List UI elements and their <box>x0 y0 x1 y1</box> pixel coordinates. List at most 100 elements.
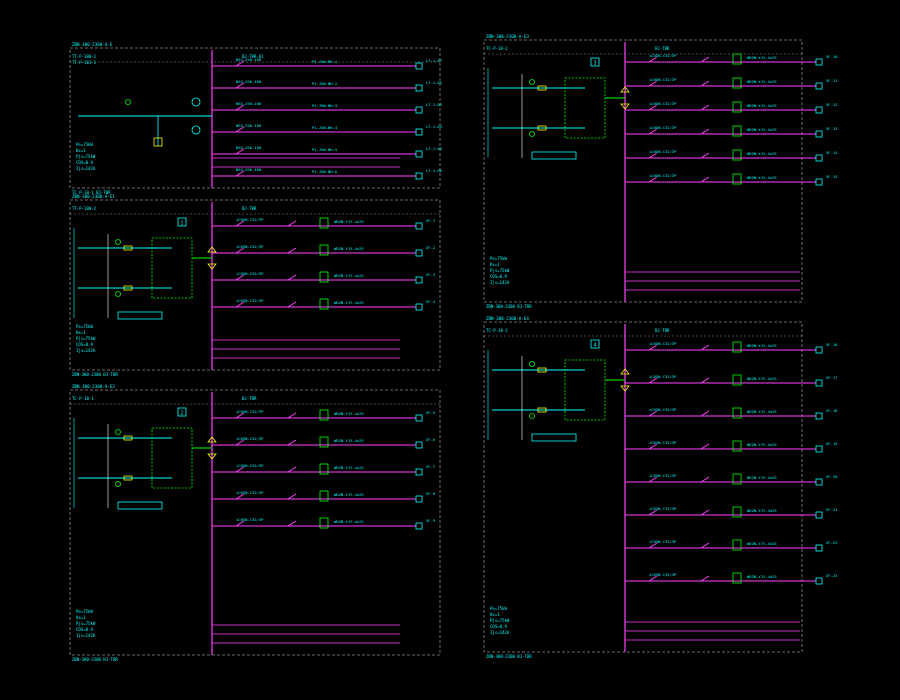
panel-3-footer: ZBN-300-2300 BJ-TBR <box>72 657 118 662</box>
panel-4-row-2-cable-label: WDZN-YJY-4x25 <box>747 103 777 108</box>
panel-3-top-label: BJ-TBR <box>242 396 257 401</box>
panel-2-row-2-contactor-blade <box>287 274 297 281</box>
panel-3-row-0-breaker-label: iC65N-C32/3P <box>236 409 264 414</box>
panel-2-row-0-terminal <box>415 222 423 230</box>
panel-4-header: ZBN-300-2300-A-E3 <box>486 34 529 39</box>
panel-1-meter-a <box>191 97 201 107</box>
panel-1-row-3-terminal <box>415 128 423 136</box>
panel-1-meter-b <box>191 125 201 135</box>
panel-1-row-0-load-label: LT-1-01 <box>426 58 443 63</box>
panel-3-fuse-b <box>123 475 133 481</box>
panel-4-row-4-cable-label: WDZN-YJY-4x25 <box>747 151 777 156</box>
panel-2-row-3-breaker-label: iC65N-C32/3P <box>236 298 264 303</box>
panel-3-fuse-a <box>123 435 133 441</box>
panel-5-row-6-breaker-label: iC65N-C32/3P <box>649 539 677 544</box>
panel-2-row-2-relay <box>319 271 329 283</box>
panel-1-row-5-terminal <box>415 172 423 180</box>
panel-2-row-2-breaker-label: iC65N-C32/3P <box>236 271 264 276</box>
panel-1-row-1-cable-label: P1-JSW-NH-2 <box>312 81 337 86</box>
panel-5-row-5-terminal <box>815 511 823 519</box>
panel-1-ct-box <box>153 137 163 147</box>
panel-5-row-3-terminal <box>815 445 823 453</box>
panel-2-indicator-lamp-a <box>115 239 121 245</box>
panel-4-note-2: Pjs=75kW <box>490 268 510 273</box>
panel-5-row-3-cable-label: WDZN-YJY-4x25 <box>747 442 777 447</box>
panel-2-row-2-terminal <box>415 276 423 284</box>
panel-4-row-1-cable-label: WDZN-YJY-4x25 <box>747 79 777 84</box>
panel-1-row-5-breaker-blade <box>235 170 245 177</box>
panel-4-marker: 3 <box>593 61 596 67</box>
panel-4-row-5-cable-label: WDZN-YJY-4x25 <box>747 175 777 180</box>
panel-3-row-2-contactor-blade <box>287 466 297 473</box>
panel-1-row-1-breaker-label: NSX-250-100 <box>236 79 262 84</box>
panel-5-row-5-cable-label: WDZN-YJY-4x25 <box>747 508 777 513</box>
panel-1-row-1-load-label: LT-1-02 <box>426 80 442 85</box>
panel-3-row-3-relay <box>319 490 329 502</box>
panel-3-indicator-lamp-a <box>115 429 121 435</box>
panel-5-row-7-relay <box>732 572 742 584</box>
panel-1-row-2-load-label: LT-1-03 <box>426 102 442 107</box>
panel-2-marker: 1 <box>180 221 183 227</box>
panel-3-frame <box>69 389 441 656</box>
panel-4-row-4-relay <box>732 149 742 161</box>
panel-5-row-6-terminal <box>815 544 823 552</box>
panel-4-row-2-contactor-blade <box>700 104 710 111</box>
panel-3-header: ZBN-300-2300-A-E2 <box>72 384 115 389</box>
panel-5-row-1-relay <box>732 374 742 386</box>
panel-3-row-0-breaker-blade <box>235 412 245 419</box>
panel-4-footer: ZBN-300-2300 BJ-TBR <box>486 304 532 309</box>
panel-1-row-5-load-label: LT-1-06 <box>426 168 443 173</box>
panel-3-row-4-relay <box>319 517 329 529</box>
panel-3-row-2-relay <box>319 463 329 475</box>
panel-4-row-0-terminal <box>815 58 823 66</box>
panel-1-note-0: Pe=75kW <box>76 142 93 147</box>
panel-3-row-4-terminal <box>415 522 423 530</box>
panel-1-row-4-terminal <box>415 150 423 158</box>
panel-3-row-1-breaker-blade <box>235 439 245 446</box>
panel-4-row-3-cable-label: WDZN-YJY-4x25 <box>747 127 777 132</box>
panel-4-fuse-b <box>537 125 547 131</box>
panel-3-row-3-terminal <box>415 495 423 503</box>
panel-1-row-5-breaker-label: NSX-250-100 <box>236 167 262 172</box>
panel-2-row-0-cable-label: WDZN-YJY-4x25 <box>334 219 364 224</box>
panel-4-row-1-terminal <box>815 82 823 90</box>
panel-2-row-1-breaker-blade <box>235 247 245 254</box>
panel-4-controller-box <box>531 151 577 160</box>
panel-4-row-0-relay <box>732 53 742 65</box>
panel-5-row-7-contactor-blade <box>700 575 710 582</box>
panel-2-row-2-cable-label: WDZN-YJY-4x25 <box>334 273 364 278</box>
panel-1-footer: TC-P-10-1 BJ-TBR <box>72 190 111 195</box>
panel-3-row-1-cable-label: WDZN-YJY-4x25 <box>334 438 364 443</box>
panel-5-row-0-contactor-blade <box>700 344 710 351</box>
panel-1-row-2-terminal <box>415 106 423 114</box>
panel-4-row-5-breaker-blade <box>648 176 658 183</box>
panel-4-row-1-breaker-blade <box>648 80 658 87</box>
panel-5-row-1-terminal <box>815 379 823 387</box>
panel-5-row-6-breaker-blade <box>648 542 658 549</box>
panel-2-note-0: Pe=75kW <box>76 324 93 329</box>
panel-3-row-4-breaker-label: iC65N-C32/3P <box>236 517 264 522</box>
panel-5-row-0-load-label: XF-16 <box>826 342 838 347</box>
panel-5-controller-box <box>531 433 577 442</box>
panel-5-row-1-load-label: XF-17 <box>826 375 837 380</box>
panel-2-row-1-load-label: XF-2 <box>426 245 435 250</box>
panel-5-row-4-terminal <box>815 478 823 486</box>
panel-5-row-0-breaker-label: iC65N-C32/3P <box>649 341 677 346</box>
panel-1-row-3-load-label: LT-1-04 <box>426 124 443 129</box>
panel-1-feed-1: TT-P-101-1 <box>72 60 97 65</box>
panel-4-row-4-breaker-label: iC65N-C32/3P <box>649 149 677 154</box>
panel-3-note-3: COS=0.9 <box>76 627 93 632</box>
panel-2-row-0-breaker-blade <box>235 220 245 227</box>
panel-4-surge-protector <box>620 86 630 110</box>
wiring-layer <box>70 42 816 655</box>
panel-2-row-1-contactor-blade <box>287 247 297 254</box>
panel-1-row-0-cable-label: P1-JSW-NH-1 <box>312 59 338 64</box>
panel-3-row-4-load-label: XF-9 <box>426 518 436 523</box>
panel-4-row-5-relay <box>732 173 742 185</box>
panel-2-frame <box>69 199 441 371</box>
panel-4-row-1-contactor-blade <box>700 80 710 87</box>
panel-2-note-4: Ijs=142A <box>76 348 96 353</box>
panel-1-top-label: BJ-TBR-01 <box>242 54 264 59</box>
panel-5-indicator-lamp-b <box>529 413 535 419</box>
